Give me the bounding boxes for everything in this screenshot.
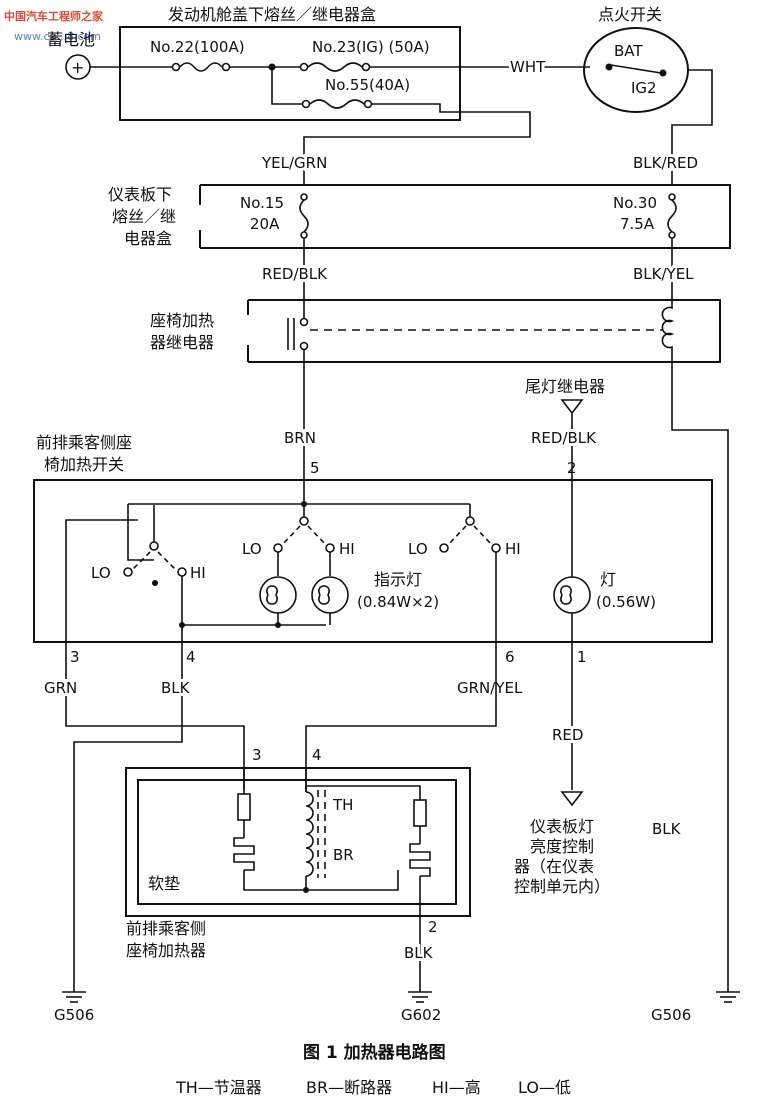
tail-relay-arrow	[560, 399, 584, 415]
relay-title-1: 座椅加热	[150, 311, 214, 330]
ground-symbol-left	[62, 991, 86, 1003]
underhood-fuse-box	[119, 26, 461, 121]
fuse-30-label: No.30	[613, 194, 657, 212]
wire-red: RED	[552, 726, 583, 744]
dimmer-line-3: 器（在仪表	[514, 857, 594, 876]
fuse-22-label: No.22(100A)	[150, 38, 245, 56]
legend-th: TH—节温器	[175, 1078, 262, 1097]
dash-box-title-1: 仪表板下	[108, 185, 172, 204]
ignition-ig2: IG2	[631, 79, 657, 97]
switch-mid-lo: LO	[242, 540, 262, 558]
watermark-line1: 中国汽车工程师之家	[4, 9, 104, 23]
heater-element-left	[237, 793, 251, 821]
wire-grn-yel: GRN/YEL	[457, 679, 523, 697]
figure-caption: 图 1 加热器电路图	[303, 1042, 446, 1063]
indicator-rating: (0.84W×2)	[357, 593, 439, 611]
heater-pad-left	[233, 837, 255, 871]
heater-pin-3: 3	[252, 746, 262, 764]
seat-heater-relay	[247, 299, 721, 363]
fuse-23-symbol	[307, 62, 363, 72]
dash-box-title-3: 电器盒	[124, 229, 172, 248]
ground-g506-right: G506	[651, 1006, 691, 1024]
battery-plus: +	[71, 58, 84, 77]
wire-blk-yel: BLK/YEL	[633, 265, 694, 283]
tail-relay-label: 尾灯继电器	[525, 377, 605, 396]
ground-g506-left: G506	[54, 1006, 94, 1024]
switch-title-1: 前排乘客侧座	[36, 433, 132, 452]
heater-th-label: TH	[332, 796, 353, 814]
fuse-15-rating: 20A	[250, 215, 280, 233]
heater-pin-2: 2	[428, 918, 438, 936]
thermostat-breaker	[305, 791, 314, 877]
fuse-15-label: No.15	[240, 194, 284, 212]
ground-g602: G602	[401, 1006, 441, 1024]
switch-pin-3: 3	[70, 648, 80, 666]
ground-symbol-right	[716, 991, 740, 1003]
wire-red-blk: RED/BLK	[262, 265, 328, 283]
indicator-label: 指示灯	[374, 570, 422, 589]
legend-lo: LO—低	[518, 1078, 571, 1097]
ground-symbol-middle	[408, 991, 432, 1003]
switch-left-lo: LO	[91, 564, 111, 582]
dimmer-arrow	[560, 791, 584, 807]
switch-pin-4: 4	[186, 648, 196, 666]
wire-red-blk-2: RED/BLK	[531, 429, 597, 447]
heater-br-label: BR	[333, 846, 354, 864]
wire-blk: BLK	[161, 679, 191, 697]
dash-box-title-2: 熔丝／继	[112, 207, 176, 226]
heater-pad-right	[409, 843, 431, 877]
wire-brn: BRN	[284, 429, 316, 447]
wire-blk-red: BLK/RED	[633, 154, 698, 172]
wire-yel-grn: YEL/GRN	[261, 154, 327, 172]
fuse-30-rating: 7.5A	[620, 215, 655, 233]
wire-blk-heater: BLK	[404, 944, 434, 962]
switch-right-lo: LO	[408, 540, 428, 558]
legend-br: BR—断路器	[306, 1078, 392, 1097]
fuse-22-symbol	[179, 62, 223, 72]
fuse-15-symbol	[299, 199, 309, 233]
ignition-title: 点火开关	[598, 5, 662, 24]
switch-pin-1: 1	[577, 648, 587, 666]
wire-wht: WHT	[510, 58, 546, 76]
fuse-23-label: No.23(IG) (50A)	[312, 38, 430, 56]
ignition-switch	[583, 27, 689, 113]
switch-pin-5: 5	[310, 459, 320, 477]
heater-pad-label: 软垫	[148, 874, 180, 893]
lamp-label: 灯	[600, 570, 616, 589]
underhood-box-title: 发动机舱盖下熔丝／继电器盒	[168, 5, 376, 24]
lamp-rating: (0.56W)	[596, 593, 656, 611]
battery-label: 蓄电池	[47, 30, 95, 49]
illumination-lamp	[553, 576, 591, 614]
switch-pin-6: 6	[505, 648, 515, 666]
indicator-bulb-2	[311, 576, 349, 614]
heater-pin-4: 4	[312, 746, 322, 764]
seat-heater-inner	[137, 779, 457, 905]
switch-left-hi: HI	[190, 564, 206, 582]
indicator-bulb-1	[259, 576, 297, 614]
switch-title-2: 椅加热开关	[44, 455, 124, 474]
fuse-55-label: No.55(40A)	[325, 76, 410, 94]
fuse-55-symbol	[309, 99, 365, 109]
wire-blk-right: BLK	[652, 820, 682, 838]
wire-grn: GRN	[44, 679, 77, 697]
heater-element-right	[413, 799, 427, 827]
switch-right-hi: HI	[505, 540, 521, 558]
ignition-bat: BAT	[614, 42, 643, 60]
relay-coil	[661, 300, 675, 355]
seat-heater-switch	[33, 479, 713, 643]
switch-pin-2: 2	[567, 459, 577, 477]
heater-title-2: 座椅加热器	[126, 941, 206, 960]
heater-title-1: 前排乘客侧	[126, 919, 206, 938]
switch-mid-hi: HI	[339, 540, 355, 558]
legend-hi: HI—高	[432, 1078, 481, 1097]
dimmer-line-2: 亮度控制	[530, 837, 594, 856]
dimmer-line-4: 控制单元内）	[514, 877, 610, 896]
dimmer-line-1: 仪表板灯	[530, 817, 594, 836]
watermark-line2: www.cn...8.com	[14, 30, 101, 43]
dash-fuse-box	[199, 184, 731, 249]
seat-heater	[125, 767, 471, 917]
fuse-30-symbol	[667, 199, 677, 233]
relay-title-2: 器继电器	[150, 333, 214, 352]
